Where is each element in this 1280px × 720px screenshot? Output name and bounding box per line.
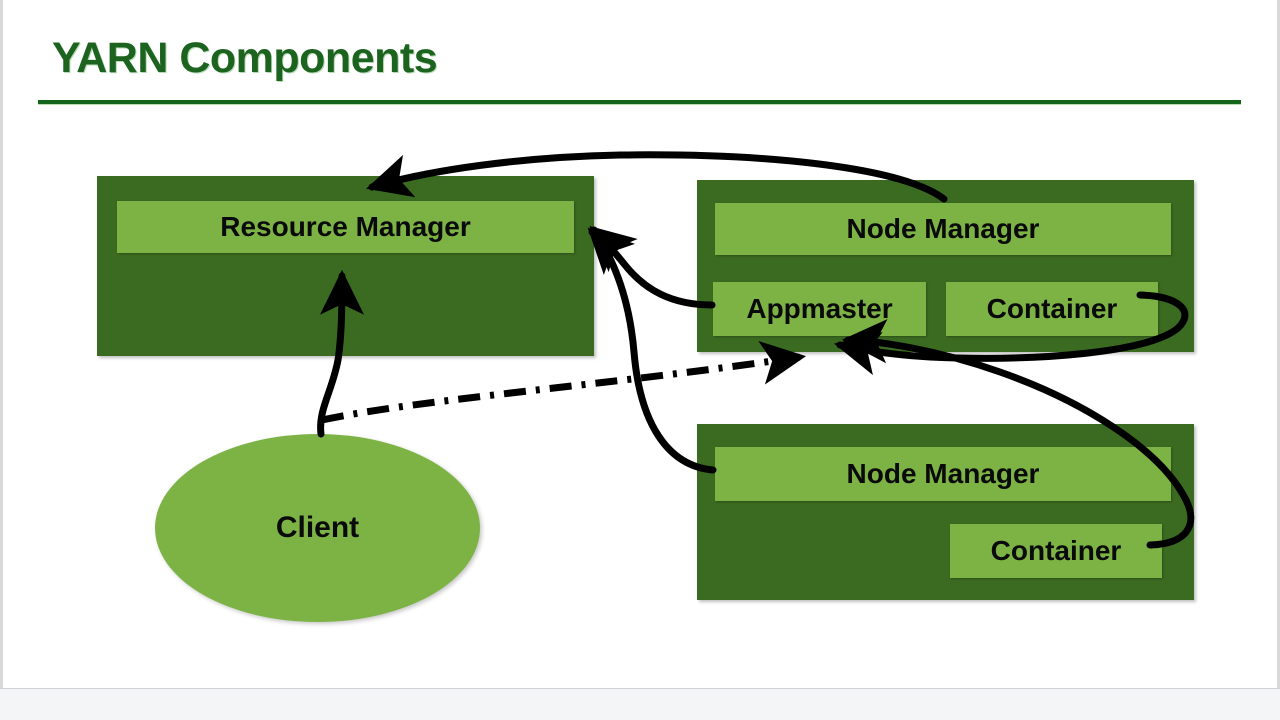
- arrow-nodemanager-bottom-to-resourcemanager: [587, 227, 717, 474]
- container-top-label: Container: [946, 282, 1158, 336]
- resource-manager-label: Resource Manager: [117, 201, 574, 253]
- arrow-client-to-appmaster-dashdot: [321, 340, 807, 424]
- container-bottom-label: Container: [950, 524, 1162, 578]
- client-ellipse: Client: [155, 434, 480, 622]
- node-manager-bottom-label: Node Manager: [715, 447, 1171, 501]
- appmaster-label: Appmaster: [713, 282, 926, 336]
- page-title: YARN Components: [52, 34, 438, 82]
- node-manager-top-label: Node Manager: [715, 203, 1171, 255]
- title-underline-rule: [38, 100, 1241, 104]
- footer-bar: springone 2gx: [0, 688, 1280, 720]
- arrow-appmaster-to-resourcemanager: [589, 225, 716, 309]
- frame-edge-left: [0, 0, 3, 720]
